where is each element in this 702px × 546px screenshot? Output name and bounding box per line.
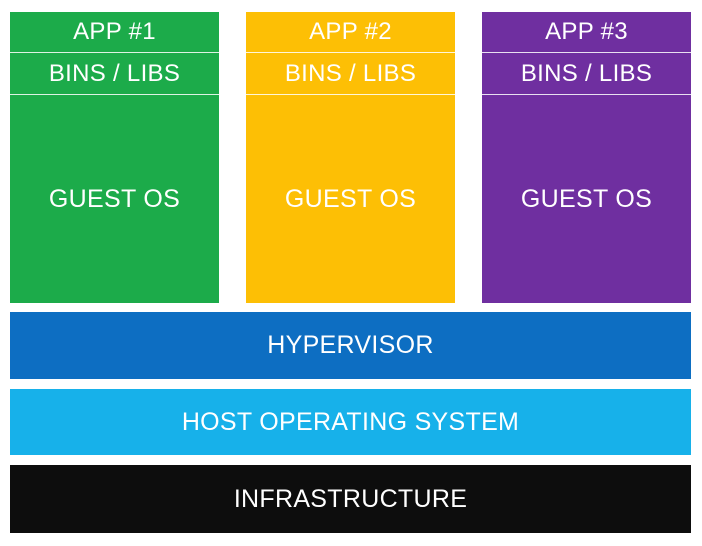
vm-stack-2: APP #2 BINS / LIBS GUEST OS: [246, 12, 455, 303]
vm-stack-1: APP #1 BINS / LIBS GUEST OS: [10, 12, 219, 303]
app-block: APP #1: [10, 12, 219, 53]
app-block: APP #2: [246, 12, 455, 53]
hypervisor-layer: HYPERVISOR: [10, 312, 691, 379]
guest-os-block: GUEST OS: [284, 184, 417, 213]
bins-libs-block: BINS / LIBS: [10, 53, 219, 95]
guest-os-block: GUEST OS: [520, 184, 653, 213]
host-os-layer: HOST OPERATING SYSTEM: [10, 389, 691, 455]
app-block: APP #3: [482, 12, 691, 53]
bins-libs-block: BINS / LIBS: [482, 53, 691, 95]
guest-os-block: GUEST OS: [48, 184, 181, 213]
bins-libs-block: BINS / LIBS: [246, 53, 455, 95]
vm-stack-3: APP #3 BINS / LIBS GUEST OS: [482, 12, 691, 303]
infrastructure-layer: INFRASTRUCTURE: [10, 465, 691, 533]
